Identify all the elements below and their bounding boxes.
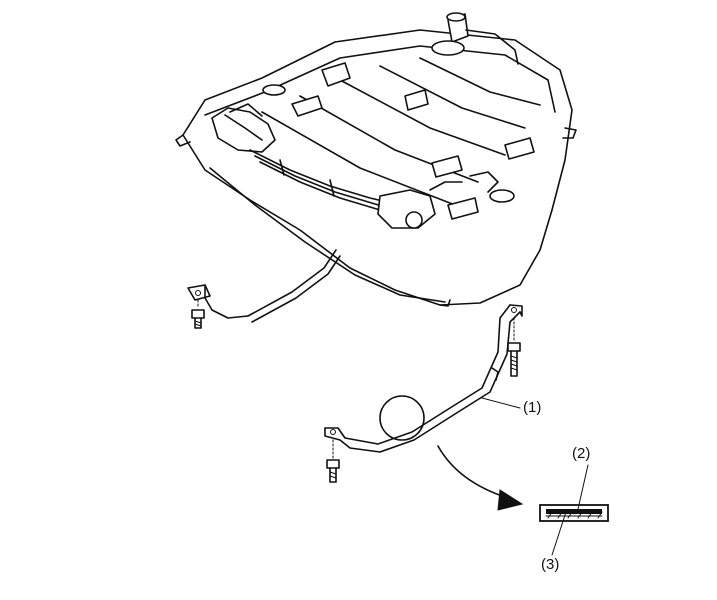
right-strap [324,304,523,483]
left-strap [187,249,341,329]
detail-circle [379,395,425,441]
callout-label-1: (1) [523,399,542,416]
callout-label-2: (2) [572,445,591,462]
strap-cross-section [539,464,609,556]
callout-label-3: (3) [541,556,560,573]
leader-line-1 [481,397,521,409]
fuel-tank [175,12,577,307]
curved-arrow [437,445,524,511]
